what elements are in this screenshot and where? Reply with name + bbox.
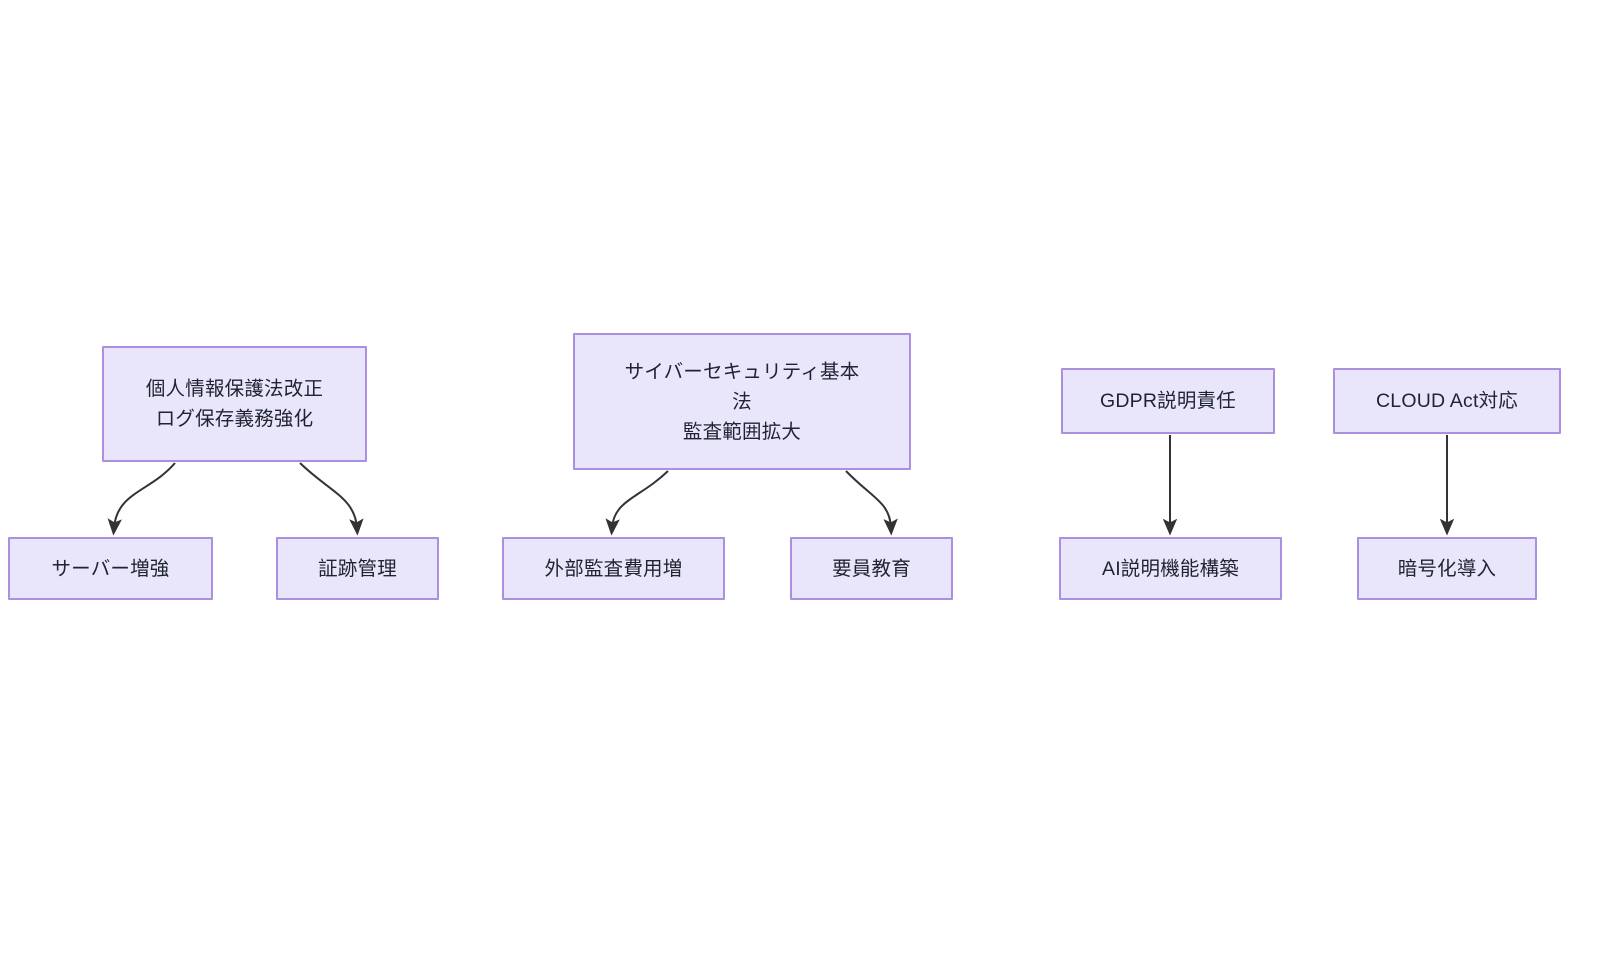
node-label: 要員教育 xyxy=(832,557,911,580)
edge-law-cybersecurity-to-action-training xyxy=(845,470,898,536)
node-action-encryption[interactable]: 暗号化導入 xyxy=(1357,537,1537,600)
node-label: サイバーセキュリティ基本 法 監査範囲拡大 xyxy=(624,360,860,443)
edge-law-appi-to-action-evidence xyxy=(299,462,364,536)
node-label: 外部監査費用増 xyxy=(544,557,683,580)
node-label: AI説明機能構築 xyxy=(1101,557,1240,580)
node-label: サーバー増強 xyxy=(51,557,170,580)
node-label: 証跡管理 xyxy=(318,557,397,580)
node-action-evidence[interactable]: 証跡管理 xyxy=(276,537,439,600)
node-label: GDPR説明責任 xyxy=(1100,390,1236,412)
node-law-gdpr[interactable]: GDPR説明責任 xyxy=(1061,368,1275,434)
edge-law-cybersecurity-to-action-audit-cost xyxy=(605,470,669,536)
node-label: CLOUD Act対応 xyxy=(1376,390,1518,412)
node-label: 暗号化導入 xyxy=(1397,557,1497,580)
node-action-ai-explain[interactable]: AI説明機能構築 xyxy=(1059,537,1282,600)
edge-law-appi-to-action-server xyxy=(107,462,176,536)
node-law-cybersecurity[interactable]: サイバーセキュリティ基本 法 監査範囲拡大 xyxy=(573,333,911,470)
node-action-audit-cost[interactable]: 外部監査費用増 xyxy=(502,537,725,600)
node-label: 個人情報保護法改正 ログ保存義務強化 xyxy=(145,378,324,430)
node-action-server[interactable]: サーバー増強 xyxy=(8,537,213,600)
node-law-cloud-act[interactable]: CLOUD Act対応 xyxy=(1333,368,1561,434)
node-law-appi[interactable]: 個人情報保護法改正 ログ保存義務強化 xyxy=(102,346,367,462)
node-action-training[interactable]: 要員教育 xyxy=(790,537,953,600)
